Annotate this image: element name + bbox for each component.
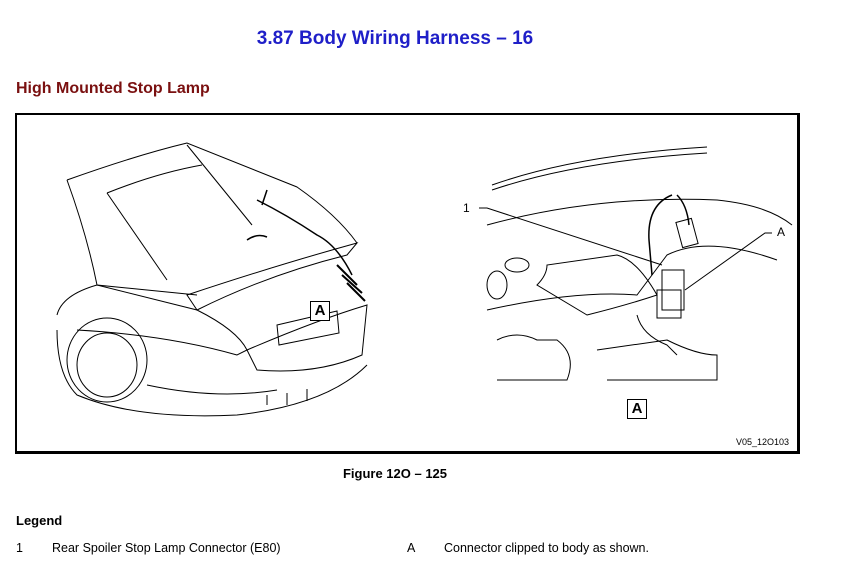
car-rear-view (56, 142, 368, 417)
section-heading: High Mounted Stop Lamp (16, 80, 210, 97)
figure-illustration: 1 A A A V05_12O103 (15, 113, 800, 454)
figure-id: V05_12O103 (735, 437, 789, 447)
wiring-diagram (56, 142, 793, 417)
view-label-left: A (310, 301, 330, 321)
page-title: 3.87 Body Wiring Harness – 16 (256, 28, 534, 49)
trunk-detail-view (479, 146, 793, 381)
legend-text-1: Rear Spoiler Stop Lamp Connector (E80) (52, 541, 281, 555)
view-label-right: A (627, 399, 647, 419)
figure-caption: Figure 12O – 125 (342, 466, 448, 481)
callout-1: 1 (463, 201, 470, 215)
callout-A: A (777, 225, 786, 239)
legend-key-1: 1 (16, 541, 23, 555)
leader-line-A (684, 232, 772, 291)
legend-key-A: A (407, 541, 416, 555)
leader-line-1 (479, 207, 663, 266)
legend-heading: Legend (16, 513, 63, 528)
legend-text-A: Connector clipped to body as shown. (444, 541, 649, 555)
